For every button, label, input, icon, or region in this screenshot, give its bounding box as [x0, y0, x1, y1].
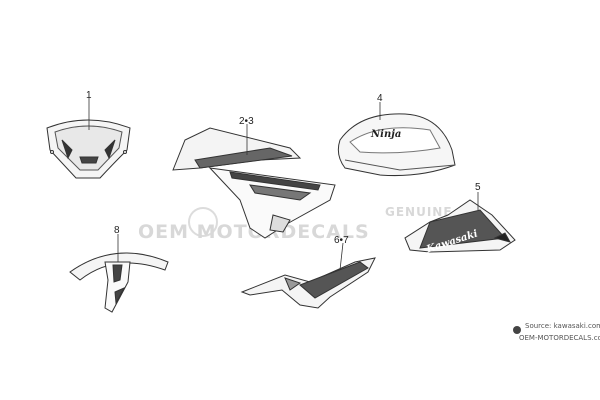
part-tail-cowl[interactable] — [240, 257, 376, 309]
part-windshield[interactable] — [46, 119, 131, 179]
callout-5: 5 — [475, 182, 481, 193]
callout-4: 4 — [377, 93, 383, 104]
callout-8: 8 — [114, 225, 120, 236]
callout-6-7: 6•7 — [334, 235, 349, 246]
watermark-helmet-icon — [188, 207, 218, 237]
part-fuel-tank[interactable]: Ninja — [337, 113, 456, 177]
source-logo: Source: kawasaki.com OEM-MOTORDECALS.com — [513, 322, 600, 342]
watermark-text: OEM MOTORDECALS — [138, 221, 370, 243]
rider-icon — [513, 326, 521, 334]
source-text: Source: kawasaki.com — [525, 322, 600, 330]
tank-decal-text: Ninja — [370, 129, 401, 140]
part-side-cowl[interactable] — [172, 127, 336, 239]
brand-text: OEM-MOTORDECALS.com — [519, 334, 600, 342]
part-front-fender[interactable] — [69, 252, 169, 313]
watermark: OEM MOTORDECALS GENUINE — [138, 205, 453, 243]
callout-2-3: 2•3 — [239, 116, 254, 127]
callout-1: 1 — [86, 90, 92, 101]
watermark-genuine-text: GENUINE — [385, 205, 453, 219]
part-belly-pan[interactable]: Kawasaki — [404, 199, 516, 256]
